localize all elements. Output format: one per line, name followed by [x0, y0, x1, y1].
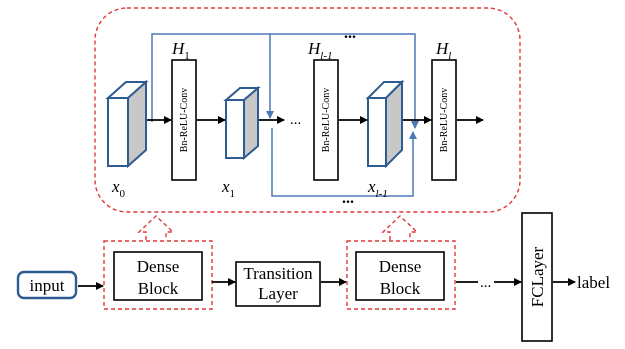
ellipsis-middle: ... [290, 112, 301, 128]
fc-label: FCLayer [528, 246, 547, 307]
ellipsis-bottom: ... [342, 190, 354, 207]
input-node: input [16, 270, 78, 300]
output-label: label [577, 273, 610, 292]
fc-layer: FCLayer [521, 212, 553, 342]
dense-block-2-line1: Dense [379, 257, 421, 276]
feature-map-x1 [223, 85, 261, 161]
layer-hl-text: Bn-ReLU-Conv [439, 88, 450, 152]
label-x0: x0 [111, 177, 126, 200]
label-hl: Hl [435, 39, 451, 62]
layer-h1: Bn-ReLU-Conv [171, 59, 197, 181]
layer-hl: Bn-ReLU-Conv [431, 59, 457, 181]
layer-hl-1: Bn-ReLU-Conv [313, 59, 339, 181]
feature-map-x0 [105, 79, 149, 169]
dense-block-1: Dense Block [103, 240, 213, 310]
expand-arrow-1 [137, 215, 175, 240]
label-x1: x1 [221, 177, 235, 200]
transition-line2: Layer [258, 284, 298, 303]
label-hl-1: Hl-1 [307, 39, 333, 62]
ellipsis-top: ... [344, 25, 356, 42]
dense-block-1-line2: Block [138, 279, 179, 298]
expand-arrow-2 [381, 215, 419, 240]
label-xl-1: xl-1 [367, 177, 388, 200]
input-label: input [30, 276, 65, 295]
dense-block-2-line2: Block [380, 279, 421, 298]
dense-block-1-line1: Dense [137, 257, 179, 276]
transition-line1: Transition [243, 264, 313, 283]
dense-block-2: Dense Block [346, 240, 456, 310]
ellipsis-bottom-row: ... [480, 275, 491, 291]
feature-map-xl-1 [365, 79, 405, 169]
dense-connections-bottom [271, 128, 417, 197]
label-h1: H1 [171, 39, 190, 62]
dense-connections-top [151, 33, 419, 129]
layer-h1-text: Bn-ReLU-Conv [179, 88, 190, 152]
transition-layer: Transition Layer [235, 261, 321, 307]
layer-hl-1-text: Bn-ReLU-Conv [321, 88, 332, 152]
